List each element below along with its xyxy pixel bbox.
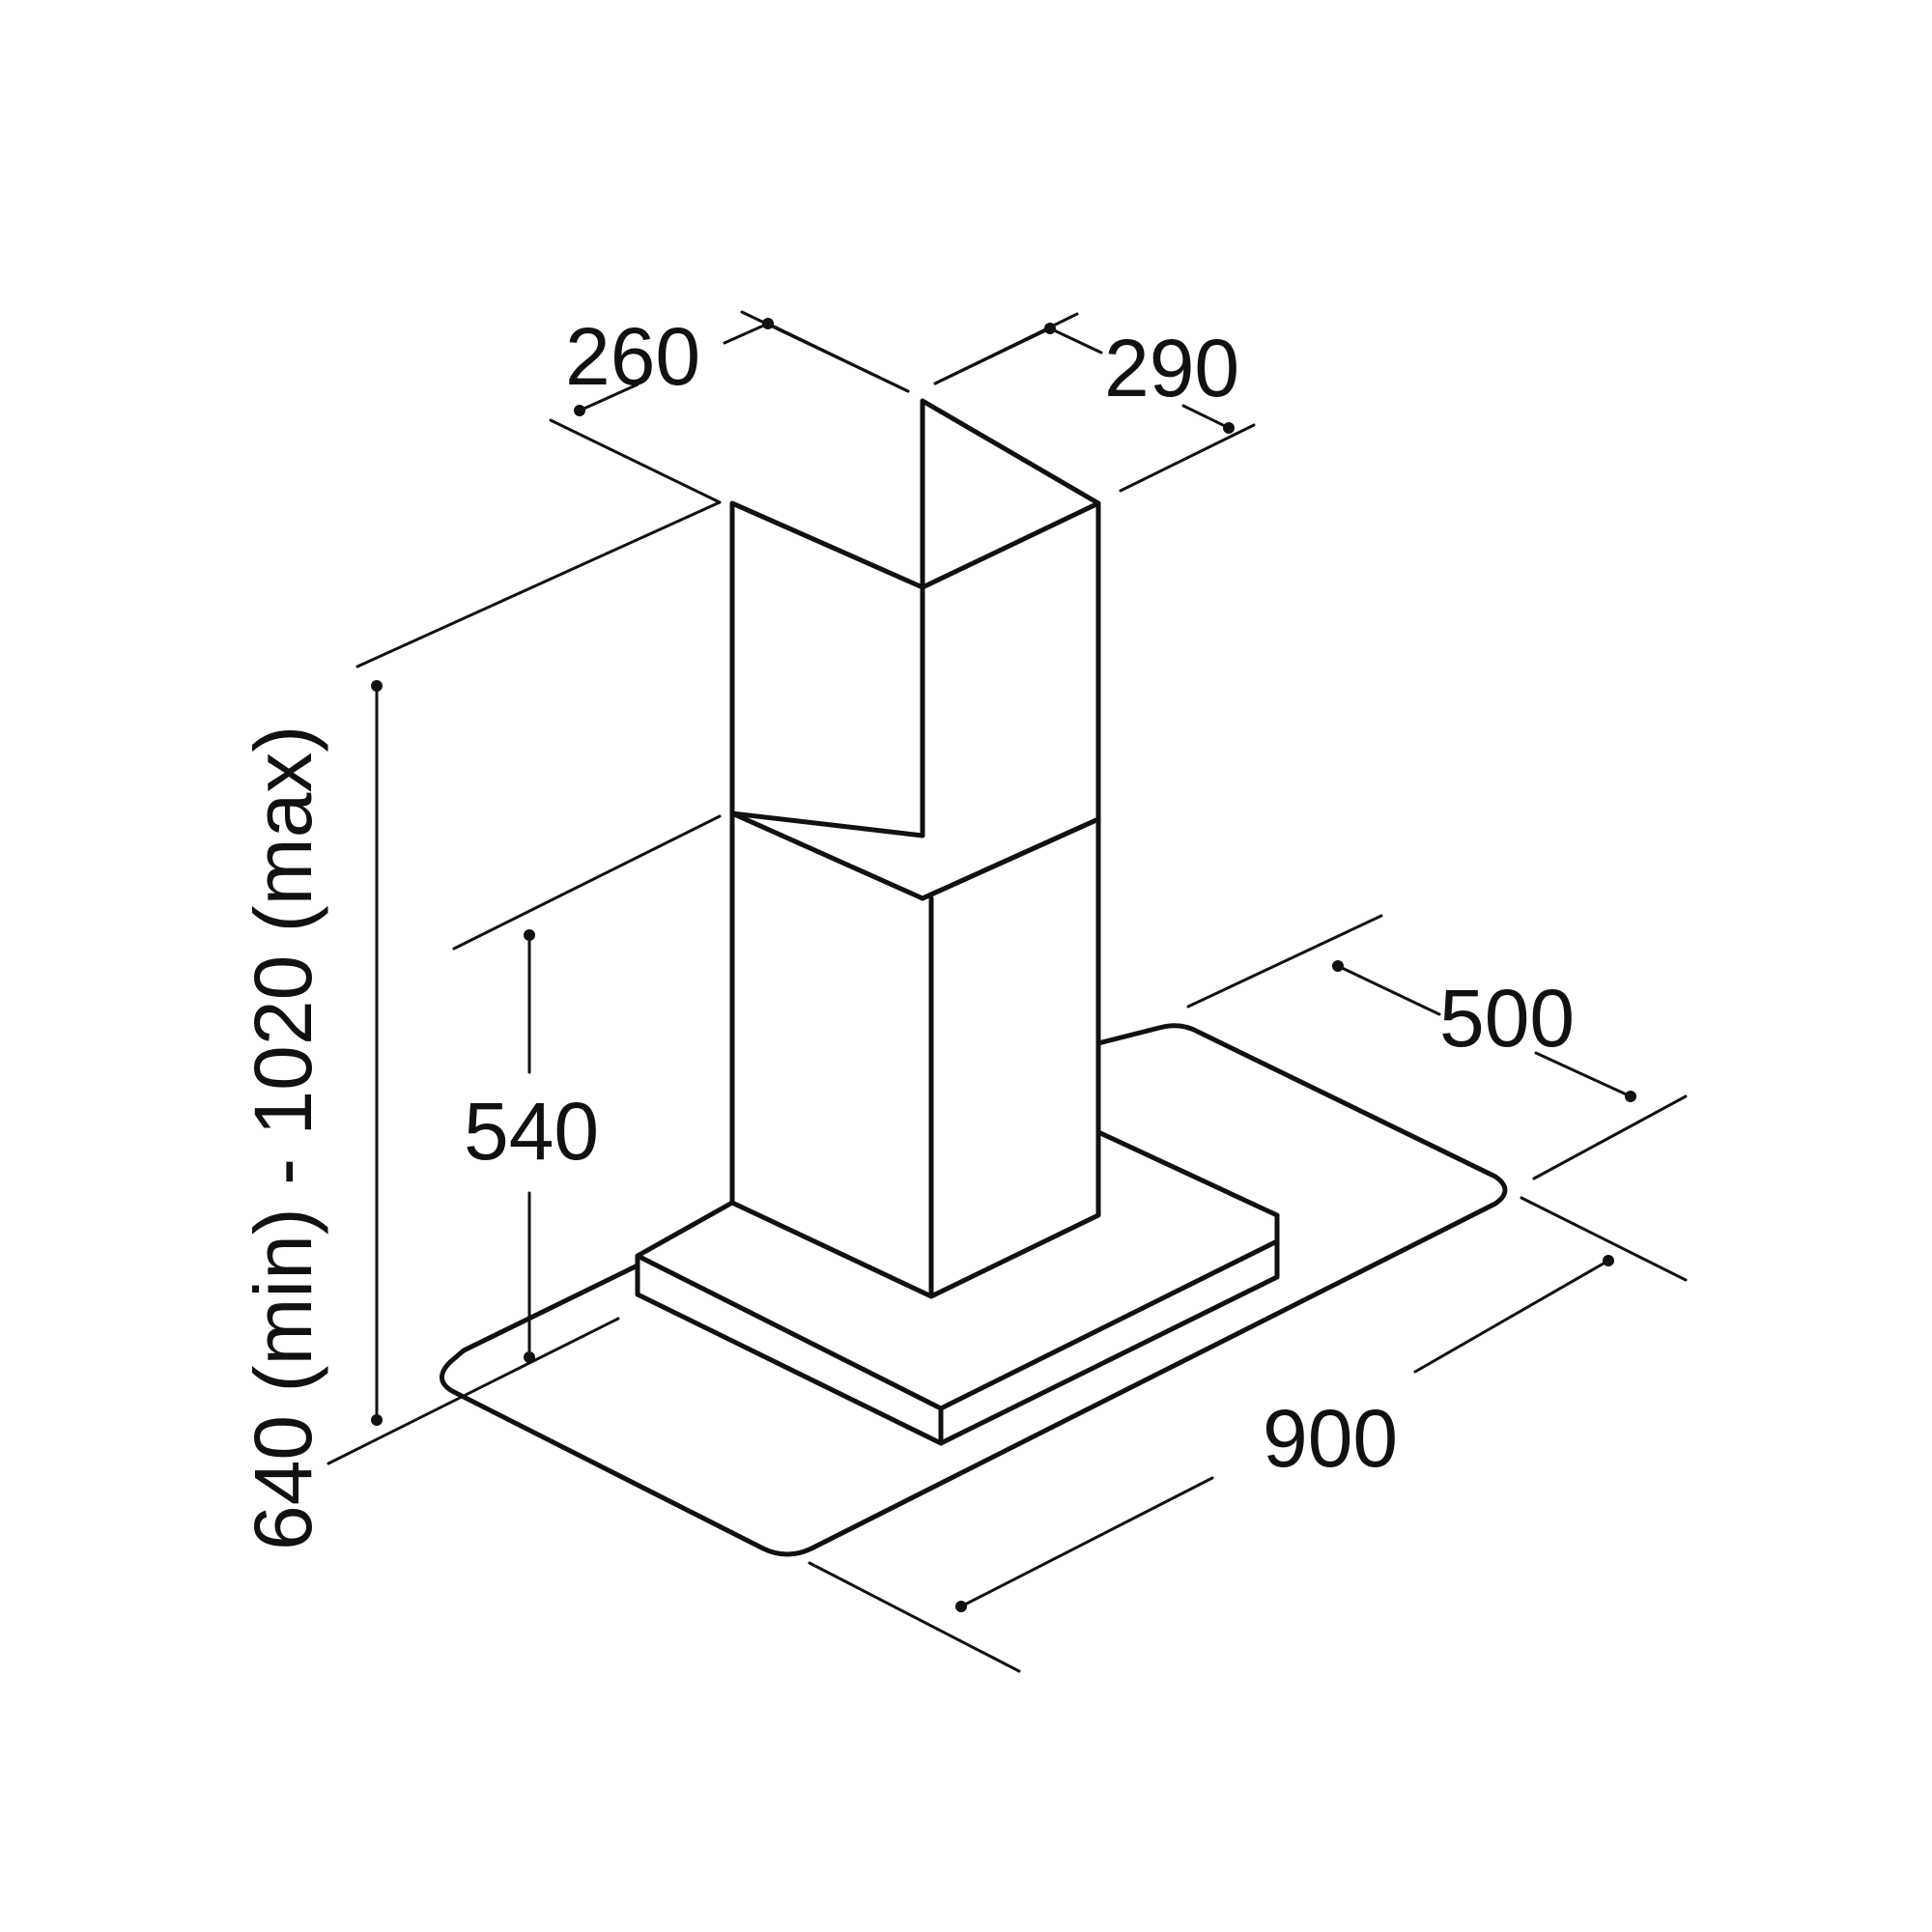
ext-line-500-top [1186, 914, 1383, 1009]
label-290: 290 [1104, 323, 1239, 413]
label-900: 900 [1263, 1393, 1398, 1484]
dim-500-line-a [1336, 964, 1441, 1016]
ext-line-540-top [452, 814, 722, 951]
dim-290-line-a [933, 327, 1052, 385]
ext-line-900-right [1520, 1196, 1688, 1282]
dimension-lines [327, 310, 1688, 1673]
dim-total-height-end-top [371, 680, 383, 692]
label-total-height: 640 (min) - 1020 (max) [238, 725, 328, 1550]
housing-top [635, 1129, 1280, 1411]
chimney [729, 398, 1101, 1299]
dimension-labels: 260 290 500 900 540 640 (min) - 1020 (ma… [238, 311, 1575, 1550]
dim-500-end-right [1625, 1091, 1636, 1102]
chimney-upper-left-face [729, 500, 925, 838]
ext-line-depth-left [549, 418, 722, 504]
dim-290-line-c [1181, 404, 1231, 430]
label-540: 540 [464, 1086, 599, 1177]
dim-900-line-a [1413, 1259, 1610, 1374]
canopy-outline [440, 1023, 1508, 1557]
dim-290-line-b [1048, 327, 1103, 355]
dim-260-line-a [578, 383, 639, 412]
dim-900-line-b [959, 1476, 1214, 1608]
label-260: 260 [565, 311, 700, 402]
dim-total-height-end-bottom [371, 1414, 383, 1426]
label-500: 500 [1439, 973, 1575, 1064]
dim-260-end-right [762, 318, 774, 329]
dim-260-line-c [766, 322, 910, 393]
ext-line-height-bottom [327, 1317, 620, 1465]
chimney-top-right-edge [920, 398, 1101, 506]
chimney-upper-right-face [920, 500, 1101, 901]
ext-line-900-left [808, 1561, 1021, 1673]
chimney-lower-right-face [928, 816, 1101, 1299]
dim-540-end-bottom [524, 1351, 535, 1363]
motor-housing [635, 1129, 1280, 1446]
dim-900-end-left [955, 1601, 967, 1612]
dim-260-end-left [574, 405, 585, 416]
chimney-section-joint [729, 810, 1101, 901]
housing-front-right [938, 1238, 1280, 1446]
dim-500-line-b [1534, 1051, 1633, 1098]
housing-front-left [635, 1253, 944, 1446]
ext-line-height-top [355, 500, 722, 668]
glass-canopy [440, 1023, 1508, 1557]
dim-260-line-b [723, 322, 770, 345]
ext-line-500-bottom [1532, 1094, 1688, 1180]
chimney-lower-left-face [729, 810, 934, 1299]
dim-500-end-left [1332, 960, 1344, 972]
ext-line-width-bottom [1119, 423, 1256, 493]
dim-290-end-left [1044, 323, 1056, 334]
dim-540-end-top [524, 929, 535, 941]
dim-290-end-right [1223, 422, 1235, 434]
dim-900-end-right [1603, 1255, 1614, 1266]
